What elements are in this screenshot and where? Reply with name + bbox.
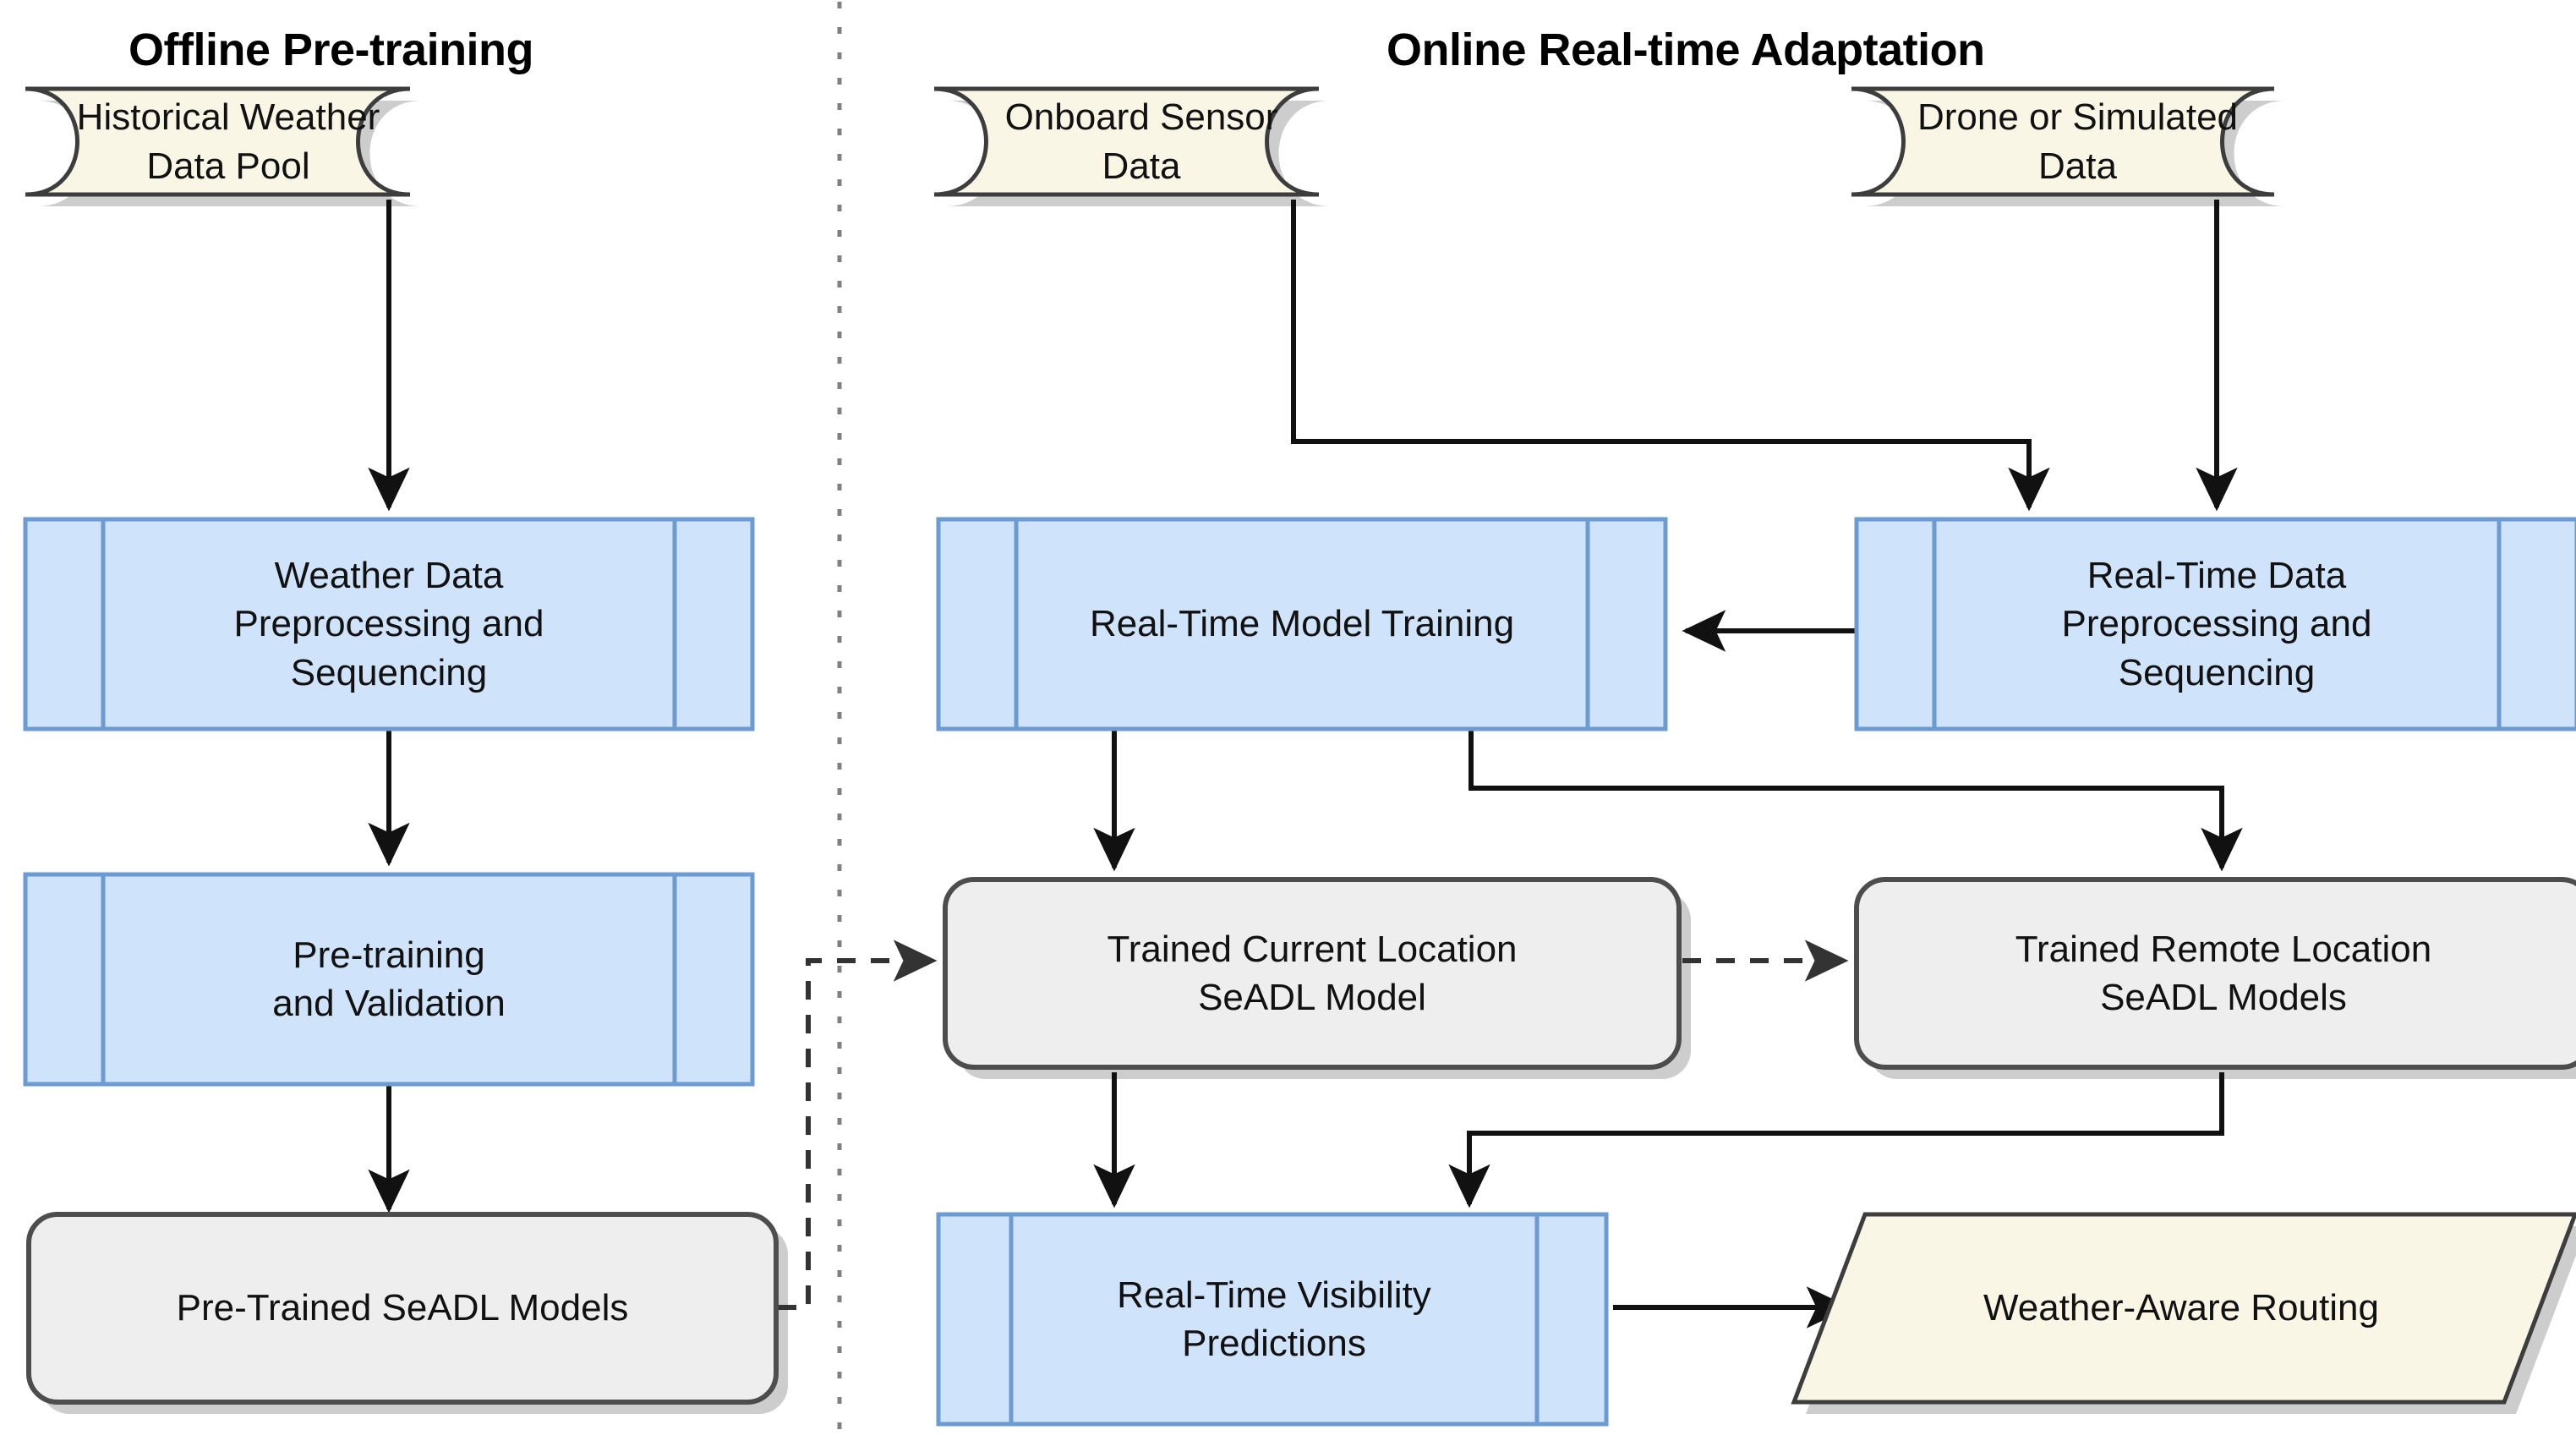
node-drone-simulated-shape[interactable] bbox=[1851, 86, 2275, 197]
node-trained-current-shape[interactable] bbox=[943, 877, 1682, 1070]
node-historical-weather-shape[interactable] bbox=[25, 86, 411, 197]
node-weather-routing-shape[interactable] bbox=[1791, 1212, 2576, 1405]
data-shapes bbox=[25, 86, 2275, 197]
node-rt-data-preproc-shape[interactable] bbox=[1854, 517, 2576, 731]
process-shapes bbox=[23, 517, 2576, 1427]
edge-remote-to-visibility bbox=[1448, 1072, 2224, 1208]
model-shapes bbox=[26, 877, 2576, 1405]
edges bbox=[368, 200, 2243, 1329]
node-onboard-sensor-shape[interactable] bbox=[933, 86, 1320, 197]
dashed-edges bbox=[778, 940, 1849, 1310]
edge-rttraining-to-remote bbox=[1468, 729, 2243, 872]
node-pretrained-models-shape[interactable] bbox=[26, 1212, 779, 1405]
node-pretraining-validation-shape[interactable] bbox=[23, 872, 755, 1087]
node-trained-remote-shape[interactable] bbox=[1854, 877, 2576, 1070]
edge-pretrained-to-current bbox=[778, 940, 938, 1310]
node-rt-visibility-shape[interactable] bbox=[936, 1212, 1609, 1427]
edge-onboard-to-rtpreproc bbox=[1291, 200, 2050, 512]
column-title-online: Online Real-time Adaptation bbox=[1386, 25, 1985, 75]
node-weather-preproc-shape[interactable] bbox=[23, 517, 755, 731]
column-title-offline: Offline Pre-training bbox=[129, 25, 534, 75]
node-rt-model-training-shape[interactable] bbox=[936, 517, 1668, 731]
